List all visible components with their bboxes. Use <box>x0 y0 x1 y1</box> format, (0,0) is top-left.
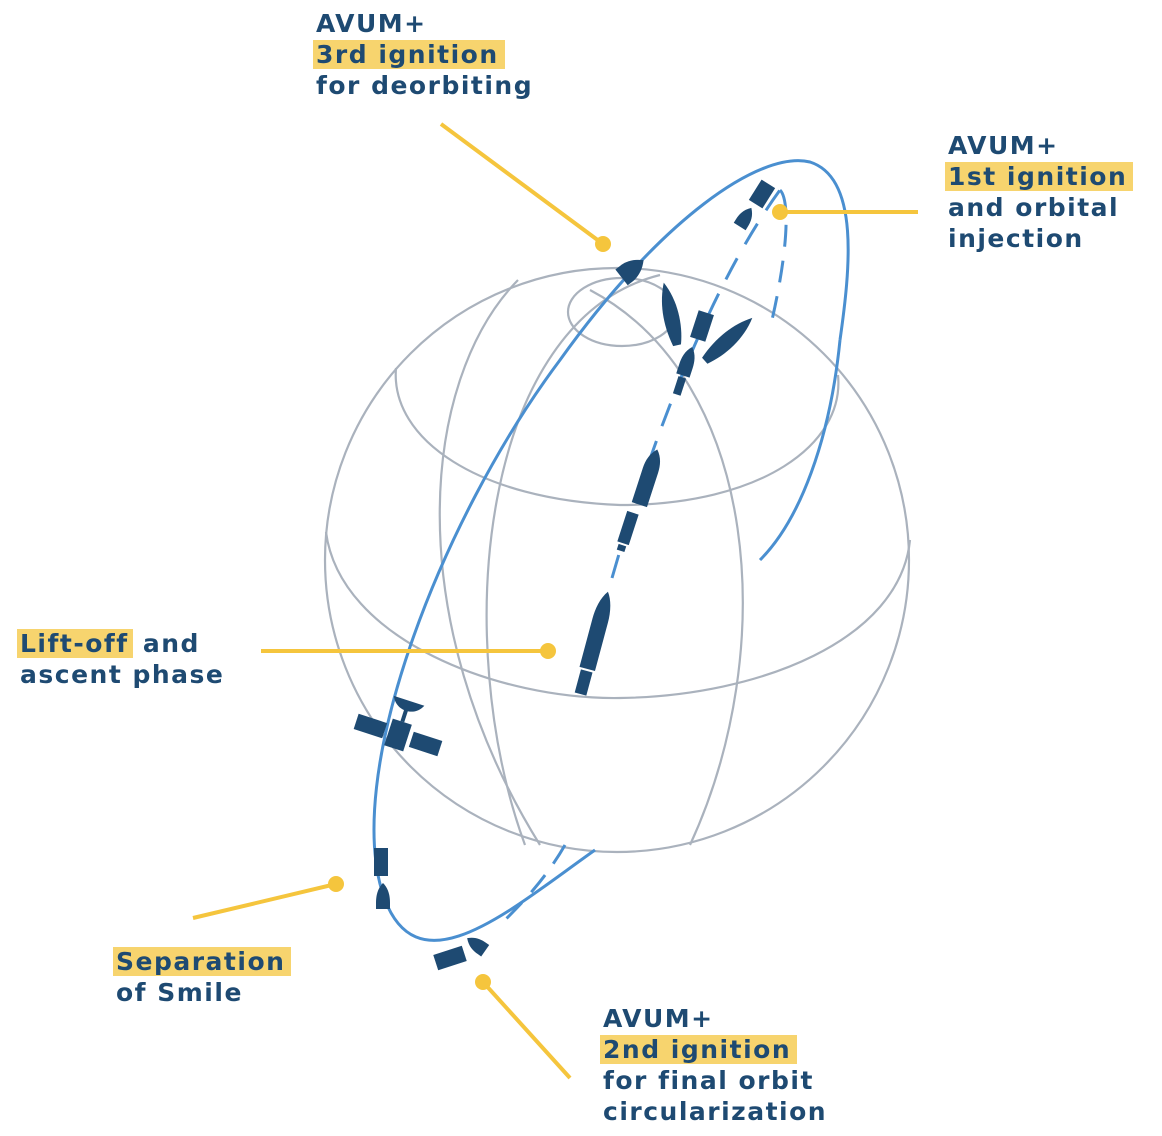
callout-lines <box>192 122 918 1080</box>
third-ignition-title: AVUM+ <box>316 9 427 38</box>
third-ignition-highlight: 3rd ignition <box>313 40 505 69</box>
satellite-icon <box>353 695 443 757</box>
label-second-ignition: AVUM+ 2nd ignition for final orbit circu… <box>600 1003 828 1127</box>
rocket-icon <box>574 591 611 696</box>
liftoff-highlight: Lift-off <box>17 629 133 658</box>
second-ignition-title: AVUM+ <box>603 1004 714 1033</box>
meridian-left <box>438 279 541 846</box>
meridian-right <box>589 289 744 846</box>
first-ignition-highlight: 1st ignition <box>945 162 1134 191</box>
callout-liftoff-dot <box>540 643 556 659</box>
polar-circle <box>566 276 678 348</box>
upper-stage-icon <box>433 945 467 971</box>
fairing-icon <box>661 282 682 347</box>
first-ignition-desc-1: and orbital <box>948 193 1120 222</box>
label-liftoff: Lift-off and ascent phase <box>17 628 225 690</box>
callout-second-ignition-line <box>481 980 572 1080</box>
upper-stage-icon <box>374 848 388 876</box>
orbit-solid <box>372 159 850 942</box>
meridian-center <box>485 273 661 846</box>
third-ignition-desc: for deorbiting <box>316 71 534 100</box>
second-ignition-highlight: 2nd ignition <box>600 1035 798 1064</box>
upper-stage-icon <box>748 179 776 209</box>
first-ignition-title: AVUM+ <box>948 131 1059 160</box>
upper-stage-icon <box>616 510 639 553</box>
injection-dashed <box>770 188 788 321</box>
vehicle-icons <box>353 179 776 971</box>
liftoff-desc: ascent phase <box>20 660 225 689</box>
upper-stage-icon <box>376 883 390 909</box>
separation-desc: of Smile <box>116 978 243 1007</box>
label-first-ignition: AVUM+ 1st ignition and orbital injection <box>945 130 1134 254</box>
callout-third-ignition-line <box>439 122 605 246</box>
equator-line <box>324 531 912 700</box>
upper-stage-icon <box>467 937 490 957</box>
label-separation: Separation of Smile <box>113 946 292 1008</box>
orbit-solid-right <box>758 339 842 562</box>
globe-wireframe <box>323 266 912 854</box>
upper-stage-icon <box>631 449 661 508</box>
callout-separation-line <box>192 882 337 920</box>
upper-stage-icon <box>733 207 753 231</box>
upper-stage-icon <box>615 259 644 286</box>
liftoff-and: and <box>142 629 200 658</box>
callout-first-ignition-dot <box>772 204 788 220</box>
callout-separation-dot <box>328 876 344 892</box>
upper-latitude <box>394 367 840 507</box>
upper-stage-icon <box>690 310 714 342</box>
label-third-ignition: AVUM+ 3rd ignition for deorbiting <box>313 8 534 101</box>
first-ignition-desc-2: injection <box>948 224 1084 253</box>
globe-outline <box>323 266 911 854</box>
upper-stage-icon <box>672 346 695 396</box>
fairing-icon <box>702 317 753 364</box>
orbit-dashed-lower <box>503 844 567 922</box>
second-ignition-desc-1: for final orbit <box>603 1066 814 1095</box>
second-ignition-desc-2: circularization <box>603 1097 828 1126</box>
callout-third-ignition-dot <box>595 236 611 252</box>
callout-second-ignition-dot <box>475 974 491 990</box>
ascent-dashed <box>610 189 782 579</box>
separation-highlight: Separation <box>113 947 292 976</box>
